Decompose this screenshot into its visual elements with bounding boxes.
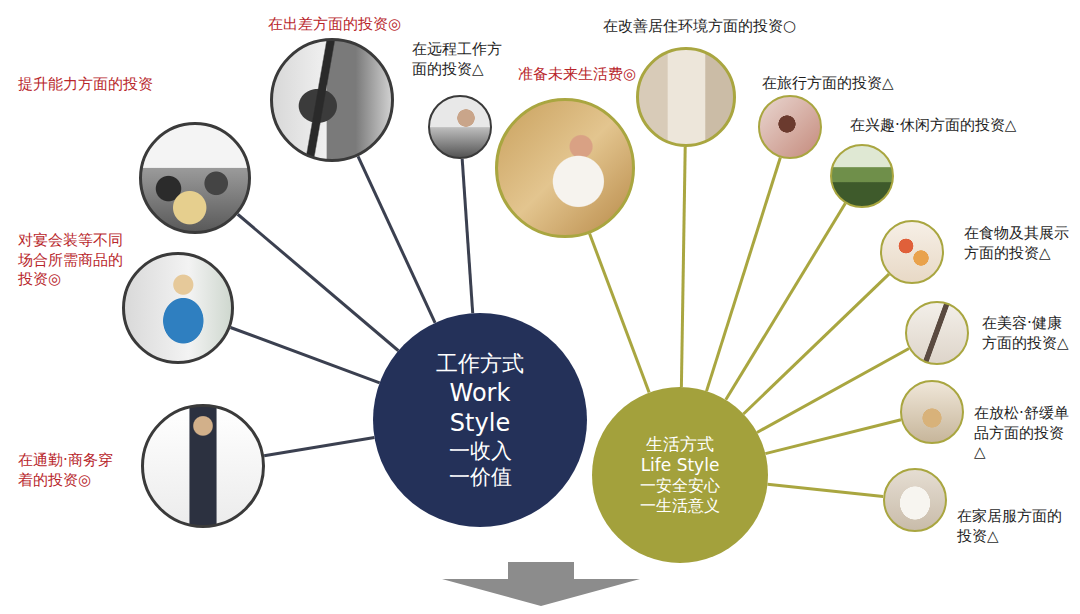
center-title: 生活方式 xyxy=(646,434,714,455)
center-circle: 生活方式Life Style一安全安心一生活意义 xyxy=(592,387,768,563)
investment-label: 提升能力方面的投资 xyxy=(18,75,188,95)
center-subtitle: Work Style xyxy=(450,378,511,438)
photo-circle: 在出差方面的投资◎ xyxy=(270,38,394,162)
connector-line xyxy=(726,203,846,399)
center-circle: 工作方式Work Style一收入一价值 xyxy=(373,313,587,527)
investment-label: 对宴会装等不同场合所需商品的投资◎ xyxy=(18,231,130,290)
investment-label: 在放松·舒缓单品方面的投资△ xyxy=(974,404,1074,463)
connector-line xyxy=(231,327,380,382)
connector-line xyxy=(681,147,685,387)
photo-circle: 在食物及其展示方面的投资△ xyxy=(880,220,944,284)
center-title: 工作方式 xyxy=(436,350,524,378)
center-point: 一收入 xyxy=(449,438,512,464)
investment-label: 在食物及其展示方面的投资△ xyxy=(964,224,1074,263)
photo-circle: 在远程工作方面的投资△ xyxy=(428,95,492,159)
center-point: 一价值 xyxy=(449,464,512,490)
photo-circle: 在旅行方面的投资△ xyxy=(758,95,822,159)
photo-circle: 在美容·健康方面的投资△ xyxy=(905,301,969,365)
down-arrow xyxy=(442,562,640,606)
photo-circle: 在改善居住环境方面的投资○ xyxy=(636,47,736,147)
photo-circle: 对宴会装等不同场合所需商品的投资◎ xyxy=(122,252,234,364)
investment-label: 在改善居住环境方面的投资○ xyxy=(603,17,818,37)
investment-label: 在旅行方面的投资△ xyxy=(762,74,922,94)
connector-line xyxy=(238,214,399,350)
center-point: 一安全安心 xyxy=(640,476,720,496)
photo-circle: 提升能力方面的投资 xyxy=(139,122,251,234)
connector-line xyxy=(264,438,374,456)
investment-label: 在通勤·商务穿着的投资◎ xyxy=(18,451,124,490)
connector-line xyxy=(743,274,888,414)
photo-circle: 在通勤·商务穿着的投资◎ xyxy=(141,404,265,528)
photo-circle: 在兴趣·休闲方面的投资△ xyxy=(830,144,894,208)
connector-line xyxy=(757,348,909,432)
investment-label: 在家居服方面的投资△ xyxy=(957,507,1069,546)
photo-circle: 在放松·舒缓单品方面的投资△ xyxy=(900,380,964,444)
center-subtitle: Life Style xyxy=(641,455,720,476)
connector-line xyxy=(590,234,650,393)
photo-circle: 准备未来生活费◎ xyxy=(495,98,635,238)
center-point: 一生活意义 xyxy=(640,496,720,516)
investment-label: 在出差方面的投资◎ xyxy=(268,15,438,35)
connector-line xyxy=(768,484,884,496)
connector-line xyxy=(765,420,901,454)
connector-line xyxy=(707,158,781,392)
investment-label: 在兴趣·休闲方面的投资△ xyxy=(850,116,1050,136)
connector-line xyxy=(358,156,435,323)
connector-line xyxy=(462,159,473,313)
investment-label: 在远程工作方面的投资△ xyxy=(412,40,510,79)
investment-label: 在美容·健康方面的投资△ xyxy=(982,314,1076,353)
photo-circle: 在家居服方面的投资△ xyxy=(883,468,947,532)
